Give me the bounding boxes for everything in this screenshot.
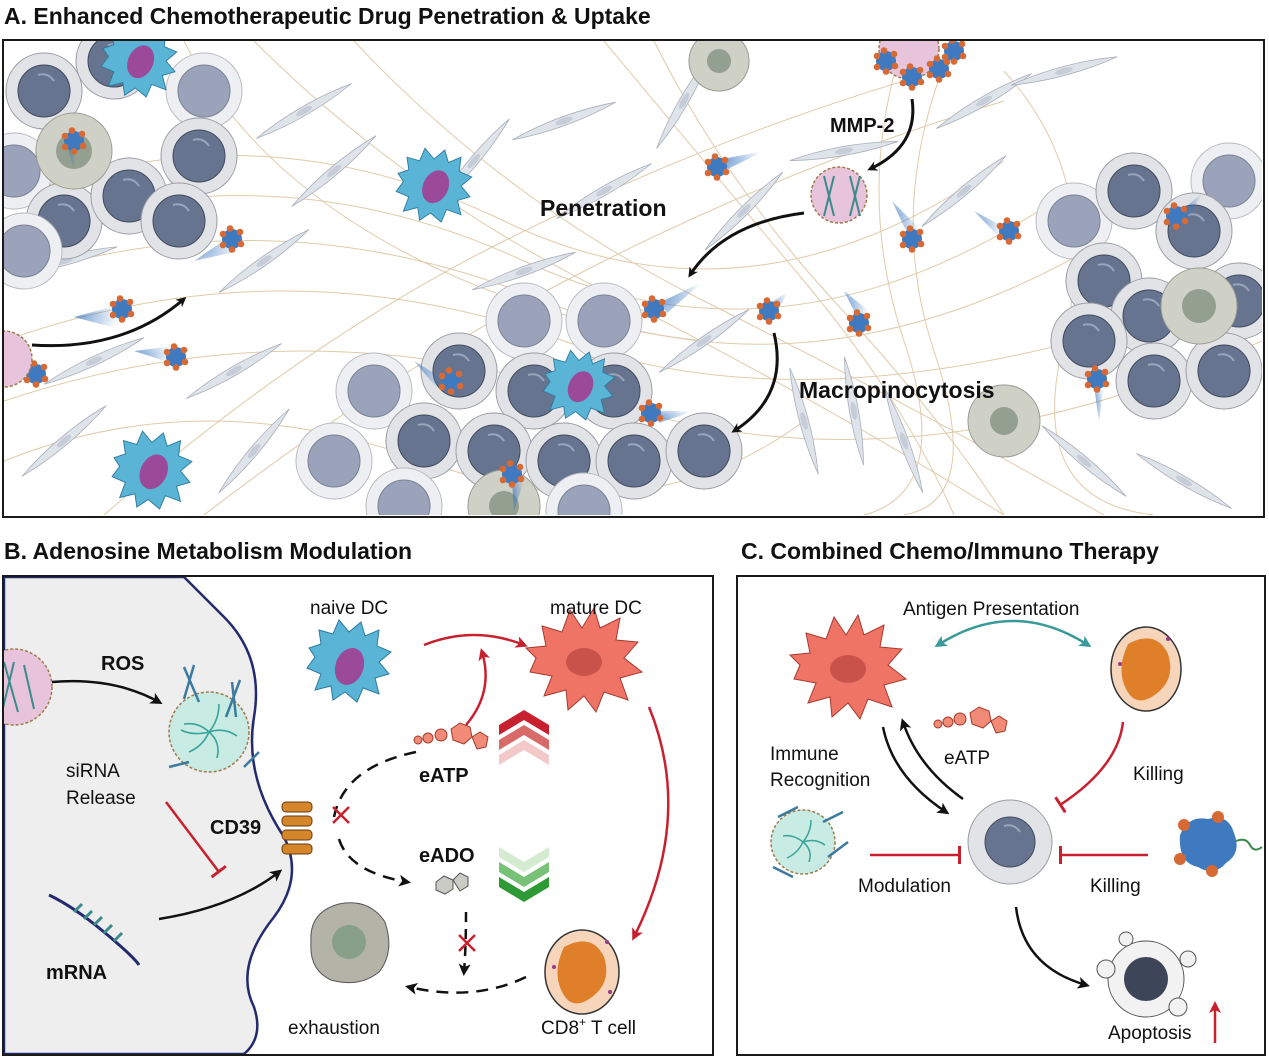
- eado-to-tcell-arrow: [458, 911, 471, 976]
- sirna-label: siRNA: [66, 761, 120, 782]
- chevron-down-icon: [499, 847, 549, 902]
- mmp2-label: MMP-2: [830, 115, 894, 137]
- ros-label: ROS: [101, 653, 144, 675]
- penetration-label: Penetration: [540, 195, 667, 221]
- eatp-to-dc-arrow: [465, 648, 491, 726]
- eatp-dashed-arrow: [332, 750, 417, 818]
- cd39-icon: [281, 801, 313, 855]
- panel-b-canvas: ROS siRNA Release CD39 mRNA naive DC mat…: [4, 577, 670, 1054]
- sirna-inhibition: [165, 801, 227, 879]
- panel-a: MMP-2 Penetration Macropinocytosis: [2, 39, 1265, 518]
- panel-a-canvas: MMP-2 Penetration Macropinocytosis: [4, 41, 1263, 516]
- macropinocytosis-label: Macropinocytosis: [799, 377, 995, 403]
- nanoparticle-icon: [23, 127, 1204, 511]
- recognition-arrow-up: [899, 718, 964, 801]
- chevron-up-icon: [499, 710, 549, 765]
- release-label: Release: [66, 788, 136, 809]
- eado-label: eADO: [419, 845, 475, 867]
- killing-top-label: Killing: [1133, 764, 1184, 785]
- liposome-icon: [4, 648, 53, 726]
- killing-inhibition-top: [1054, 721, 1125, 814]
- antigen-presentation-arrow: [934, 619, 1092, 648]
- naive-dc-label: naive DC: [310, 598, 388, 619]
- mature-dendritic-cell-icon: [524, 606, 644, 714]
- t-cell-icon: [1110, 626, 1182, 712]
- killing-bottom-label: Killing: [1090, 876, 1141, 897]
- apoptosis-label: Apoptosis: [1108, 1023, 1191, 1044]
- panel-c-title: C. Combined Chemo/Immuno Therapy: [741, 538, 1159, 564]
- atp-molecule-icon: [413, 722, 489, 750]
- atp-molecule-icon: [933, 706, 1008, 734]
- exhaustion-arrow: [405, 975, 527, 995]
- mrna-label: mRNA: [46, 962, 107, 984]
- recognition-arrow-down: [881, 726, 950, 815]
- dendritic-cell-icon: [395, 147, 473, 223]
- cd39-label: CD39: [210, 817, 261, 839]
- cd8-t-cell-label: CD8+ T cell: [541, 1015, 636, 1039]
- dendritic-cell-icon: [306, 619, 392, 703]
- tumor-cell-icon: [967, 799, 1053, 885]
- eatp-label: eATP: [944, 748, 990, 769]
- panel-c-canvas: Antigen Presentation Immune Recognition …: [770, 599, 1263, 1044]
- sirna-nanoparticle-icon: [168, 664, 260, 773]
- drug-nanoparticle-icon: [1174, 811, 1263, 877]
- exhausted-cell-icon: [310, 902, 390, 984]
- antigen-presentation-label: Antigen Presentation: [903, 599, 1079, 620]
- panel-b-title: B. Adenosine Metabolism Modulation: [4, 538, 413, 564]
- ros-arrow: [51, 679, 163, 704]
- apoptotic-cell-icon: [1096, 931, 1197, 1018]
- mature-dendritic-cell-icon: [788, 613, 908, 721]
- t-cell-icon: [544, 929, 620, 1015]
- exhaustion-label: exhaustion: [288, 1018, 380, 1039]
- panel-b: ROS siRNA Release CD39 mRNA naive DC mat…: [2, 575, 714, 1056]
- recognition-label: Recognition: [770, 770, 870, 791]
- eatp-label: eATP: [419, 765, 469, 787]
- immune-label: Immune: [770, 744, 839, 765]
- dc-maturation-arrow: [423, 633, 528, 648]
- expression-arrow: [158, 869, 283, 921]
- dc-to-tcell-arrow: [632, 706, 670, 941]
- panel-c: Antigen Presentation Immune Recognition …: [736, 575, 1266, 1056]
- inhibit-cross-icon: [332, 806, 476, 952]
- ado-molecule-icon: [435, 872, 469, 895]
- mature-dc-label: mature DC: [550, 598, 642, 619]
- modulation-label: Modulation: [858, 876, 951, 897]
- apoptosis-arrow: [1014, 906, 1090, 989]
- eado-dashed-arrow: [337, 838, 411, 887]
- flow-arrows: [31, 98, 915, 433]
- liposome-icon: [4, 41, 967, 388]
- sirna-nanoparticle-icon: [770, 805, 849, 879]
- panel-a-title: A. Enhanced Chemotherapeutic Drug Penetr…: [4, 3, 651, 29]
- tumor-cluster-right: [967, 142, 1263, 458]
